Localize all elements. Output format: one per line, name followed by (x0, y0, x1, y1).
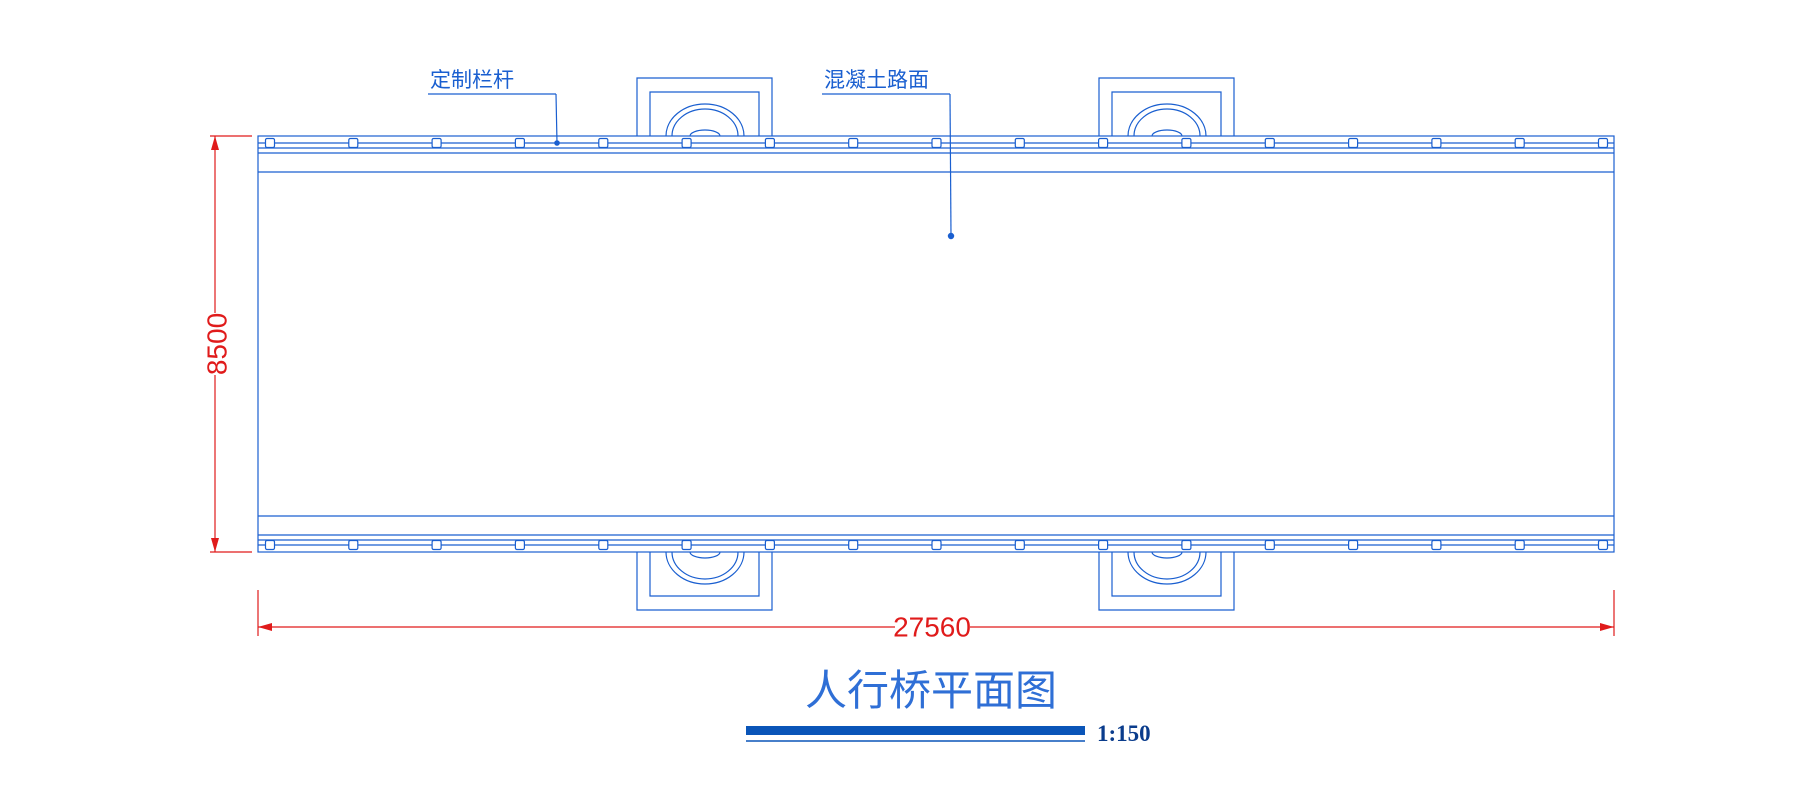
railing-post-bottom (1514, 539, 1525, 551)
railing-post-bottom (348, 539, 359, 551)
railing-post-bottom (764, 539, 776, 551)
railing-post-bottom (431, 539, 442, 551)
bridge-deck (257, 135, 1615, 553)
scale-text: 1:150 (1097, 721, 1151, 746)
railing-post-top (264, 137, 276, 149)
railing-post-bottom (1264, 539, 1275, 551)
width-dimension-arrow-top (211, 136, 219, 150)
railing-post-top (931, 137, 942, 149)
stair-landing-bottom-right (1098, 551, 1235, 611)
length-dimension-arrow-right (1600, 623, 1614, 631)
railing-posts-top (264, 137, 1609, 149)
railing-post-bottom (848, 539, 859, 551)
stair-landing-top-left (636, 77, 773, 137)
scale-bar (746, 726, 1085, 742)
railing-post-bottom (1431, 539, 1442, 551)
railing-post-bottom (598, 539, 609, 551)
railing-post-top (1264, 137, 1275, 149)
railing-post-top (848, 137, 859, 149)
railing-post-bottom (931, 539, 942, 551)
length-dimension-arrow-left (258, 623, 272, 631)
width-dimension-text: 8500 (202, 313, 233, 375)
railing-post-top (1597, 137, 1609, 149)
railing-post-top (1097, 137, 1109, 149)
railing-post-top (514, 137, 526, 149)
length-dimension-text: 27560 (893, 612, 971, 643)
drawing-title: 人行桥平面图 (805, 666, 1057, 715)
railing-post-bottom (1097, 539, 1109, 551)
railing-post-bottom (1181, 539, 1192, 551)
railing-leader-dot (554, 140, 560, 146)
railing-leader (428, 93, 560, 146)
deck-outline (257, 135, 1615, 553)
pavement-label: 混凝土路面 (824, 68, 929, 92)
pavement-leader-line (949, 93, 952, 237)
railing-post-top (1431, 137, 1442, 149)
railing-posts-bottom (264, 539, 1609, 551)
width-dimension (210, 135, 252, 553)
railing-label: 定制栏杆 (430, 68, 514, 92)
railing-post-bottom (1014, 539, 1025, 551)
railing-post-top (431, 137, 442, 149)
railing-post-bottom (514, 539, 526, 551)
pavement-leader-dot (947, 232, 955, 240)
railing-post-top (1014, 137, 1025, 149)
railing-post-top (598, 137, 609, 149)
length-dimension (257, 590, 1615, 636)
railing-post-bottom (681, 539, 692, 551)
railing-post-top (764, 137, 776, 149)
railing-post-top (1181, 137, 1192, 149)
railing-post-top (681, 137, 692, 149)
stair-landing-top-right (1098, 77, 1235, 137)
stair-landings (636, 77, 1235, 611)
railing-post-top (348, 137, 359, 149)
railing-post-top (1347, 137, 1359, 149)
railing-leader-line (555, 93, 558, 144)
railing-post-bottom (1347, 539, 1359, 551)
stair-landing-bottom-left (636, 551, 773, 611)
pavement-leader (822, 93, 955, 240)
width-dimension-arrow-bottom (211, 538, 219, 552)
scale-bar-thick (746, 726, 1085, 735)
railing-post-bottom (264, 539, 276, 551)
railing-post-top (1514, 137, 1525, 149)
railing-post-bottom (1597, 539, 1609, 551)
